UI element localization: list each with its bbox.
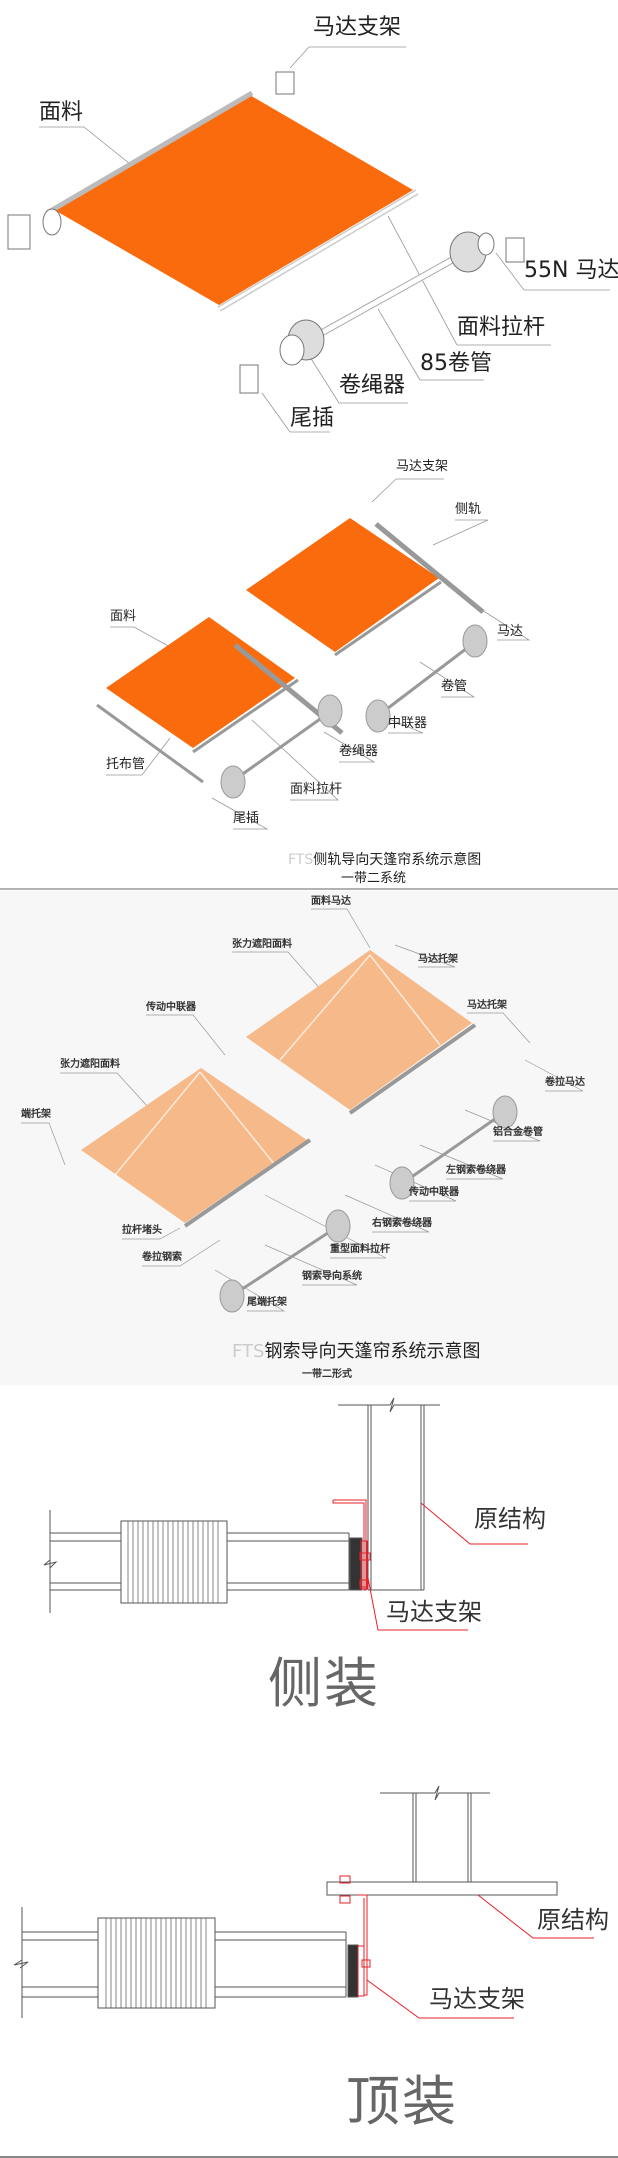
label-motor-bracket: 马达支架 xyxy=(313,15,402,40)
label-alu-tube: 铝合金卷管 xyxy=(493,1127,543,1138)
label-fabric: 面料 xyxy=(39,100,84,125)
label-rope-winder: 卷绳器 xyxy=(339,373,406,398)
side-mount-detail: 原结构 马达支架 侧装 xyxy=(0,1385,618,1760)
fabric-back xyxy=(246,518,439,652)
label-cable-guide: 钢索导向系统 xyxy=(302,1271,362,1282)
label-winding-cable: 卷拉钢索 xyxy=(142,1252,182,1263)
caption-side-mount: 侧装 xyxy=(268,1652,380,1715)
label-rod-end-cap: 拉杆堵头 xyxy=(122,1225,162,1236)
label-roller-tube: 85卷管 xyxy=(420,351,492,376)
top-mount-detail: 原结构 马达支架 顶装 xyxy=(0,1760,618,2158)
label-fabric-pull-rod: 面料拉杆 xyxy=(290,782,343,797)
label-fabric-pull-rod: 面料拉杆 xyxy=(457,315,546,340)
label-motor-holder-1: 马达托架 xyxy=(418,954,458,965)
label-heavy-pull-rod: 重型面料拉杆 xyxy=(330,1244,390,1255)
label-drive-coupler-top: 传动中联器 xyxy=(146,1002,196,1013)
label-end-plug: 尾插 xyxy=(290,406,335,431)
label-motor: 马达 xyxy=(497,624,524,639)
roller-tube xyxy=(279,231,495,366)
label-motor-holder-2: 马达托架 xyxy=(467,1000,507,1011)
label-motor-bracket: 马达支架 xyxy=(396,459,449,474)
diagram-single-system: 马达支架 面料 55N 马达 面料拉杆 85卷管 卷绳器 尾插 xyxy=(0,0,618,440)
diagram-title: FTS钢索导向天篷帘系统示意图 xyxy=(232,1343,480,1361)
label-end-plug: 尾插 xyxy=(233,811,260,826)
coil-windings xyxy=(127,1521,219,1603)
label-support-tube: 托布管 xyxy=(106,757,146,772)
diagram-subtitle: 一带二形式 xyxy=(302,1369,352,1380)
label-right-cable-winder: 右钢索卷绕器 xyxy=(372,1218,432,1229)
side-mount-drawing xyxy=(43,1397,528,1631)
diagram-cable-guide-system: 面料马达 张力遮阳面料 马达托架 传动中联器 马达托架 张力遮阳面料 卷拉马达 … xyxy=(0,891,618,1385)
label-motor: 55N 马达 xyxy=(524,258,618,283)
label-fabric-motor: 面料马达 xyxy=(311,896,351,907)
label-original-structure: 原结构 xyxy=(474,1505,546,1533)
label-tension-fabric-lower: 张力遮阳面料 xyxy=(60,1059,120,1070)
coil-windings xyxy=(105,1918,207,2008)
label-drive-coupler-lower: 传动中联器 xyxy=(409,1187,459,1198)
diagram-subtitle: 一带二系统 xyxy=(341,871,407,886)
title-text: 侧轨导向天篷帘系统示意图 xyxy=(313,852,482,868)
fabric-front xyxy=(81,1068,307,1223)
label-motor-bracket: 马达支架 xyxy=(429,1985,525,2013)
title-prefix: FTS xyxy=(232,1341,265,1362)
label-side-rail: 侧轨 xyxy=(455,502,482,517)
exploded-drawing-1 xyxy=(7,46,610,433)
fabric-back xyxy=(246,950,472,1110)
diagram-side-rail-system: 马达支架 侧轨 面料 马达 卷管 中联器 卷绳器 托布管 面料拉杆 尾插 FTS… xyxy=(0,440,618,891)
caption-top-mount: 顶装 xyxy=(346,2070,458,2133)
label-winding-motor: 卷拉马达 xyxy=(545,1077,585,1088)
label-tension-fabric-top: 张力遮阳面料 xyxy=(232,939,292,950)
fabric xyxy=(51,94,413,305)
title-prefix: FTS xyxy=(288,852,314,868)
label-end-holder: 端托架 xyxy=(21,1109,51,1120)
label-rope-winder: 卷绳器 xyxy=(339,744,379,759)
motor-bracket xyxy=(332,1499,367,1591)
title-text: 钢索导向天篷帘系统示意图 xyxy=(264,1341,481,1362)
exploded-drawing-3 xyxy=(21,908,584,1313)
label-coupler: 中联器 xyxy=(388,716,428,731)
label-tail-holder: 尾端托架 xyxy=(247,1297,287,1308)
label-fabric: 面料 xyxy=(110,609,137,624)
fabric-front xyxy=(106,617,295,748)
diagram-title: FTS侧轨导向天篷帘系统示意图 xyxy=(288,853,481,867)
top-mount-drawing xyxy=(0,1785,618,2158)
label-motor-bracket: 马达支架 xyxy=(386,1598,482,1626)
exploded-drawing-2 xyxy=(0,478,618,890)
label-original-structure: 原结构 xyxy=(537,1906,609,1934)
label-left-cable-winder: 左钢索卷绕器 xyxy=(446,1165,506,1176)
label-roller-tube: 卷管 xyxy=(441,679,468,694)
